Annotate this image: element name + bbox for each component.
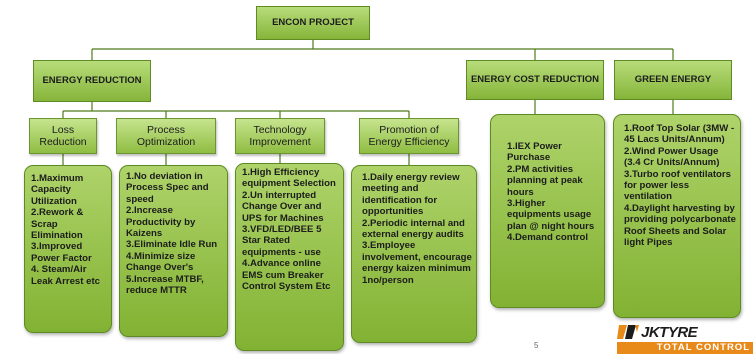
node-technology-improvement: Technology Improvement	[235, 118, 325, 154]
node-promotion-energy-efficiency: Promotion of Energy Efficiency	[359, 118, 459, 154]
list-item: 2.PM activities planning at peak hours	[507, 163, 583, 198]
list-item: 2.Periodic internal and external energy …	[362, 217, 465, 241]
page-number: 5	[534, 341, 539, 350]
node-technology-improvement-label: Technology Improvement	[249, 124, 311, 148]
node-green-energy-label: GREEN ENERGY	[634, 74, 712, 85]
list-process-optimization: 1.No deviation in Process Spec and speed…	[119, 165, 228, 337]
list-item: 3.VFD/LED/BEE 5 Star Rated equipments - …	[242, 224, 322, 258]
list-item: 4.Demand control	[507, 232, 589, 244]
jk-tyre-emblem-icon	[617, 325, 639, 339]
node-energy-reduction-label: ENERGY REDUCTION	[42, 75, 142, 86]
list-item: 1.IEX Power Purchase	[507, 141, 562, 164]
list-item: 4. Steam/Air Leak Arrest etc	[31, 264, 100, 287]
node-promotion-energy-efficiency-label: Promotion of Energy Efficiency	[368, 124, 450, 148]
list-item: 2.Rework & Scrap Elimination	[31, 207, 84, 242]
node-loss-reduction: Loss Reduction	[29, 118, 97, 154]
list-item: 1.Daily energy review meeting and identi…	[362, 172, 460, 218]
list-item: 3.Improved Power Factor	[31, 241, 92, 264]
list-promotion-energy-efficiency: 1.Daily energy review meeting and identi…	[351, 165, 477, 343]
list-technology-improvement: 1.High Efficiency equipment Selection 2.…	[235, 163, 344, 351]
list-item: 2.Un interrupted Change Over and UPS for…	[242, 189, 324, 224]
list-item: 2.Increase Productivity by Kaizens	[126, 205, 196, 240]
node-green-energy: GREEN ENERGY	[614, 60, 732, 100]
node-process-optimization: Process Optimization	[116, 118, 216, 154]
node-process-optimization-label: Process Optimization	[136, 124, 196, 148]
logo-brand-text: JKTYRE	[641, 323, 698, 341]
list-energy-cost-reduction: 1.IEX Power Purchase 2.PM activities pla…	[490, 114, 605, 308]
node-energy-cost-reduction-label: ENERGY COST REDUCTION	[470, 74, 600, 85]
root-node-label: ENCON PROJECT	[272, 17, 354, 28]
list-item: 4.Advance online EMS cum Breaker Control…	[242, 258, 331, 293]
list-item: 5.Increase MTBF, reduce MTTR	[126, 273, 204, 297]
list-item: 1.Maximum Capacity Utilization	[31, 173, 84, 207]
list-item: 1.Roof Top Solar (3MW - 45 Lacs Units/An…	[624, 123, 735, 146]
node-energy-reduction: ENERGY REDUCTION	[33, 60, 151, 102]
list-item: 1.No deviation in Process Spec and speed	[126, 171, 209, 205]
node-energy-cost-reduction: ENERGY COST REDUCTION	[466, 60, 604, 100]
node-loss-reduction-label: Loss Reduction	[39, 124, 87, 148]
list-green-energy: 1.Roof Top Solar (3MW - 45 Lacs Units/An…	[613, 114, 741, 318]
list-item: 3.Turbo roof ventilators for power less …	[624, 168, 731, 203]
list-item: 3.Eliminate Idle Run	[126, 239, 218, 251]
root-node-encon-project: ENCON PROJECT	[256, 6, 370, 40]
logo-tagline: TOTAL CONTROL	[617, 342, 753, 354]
list-item: 1.High Efficiency equipment Selection	[242, 167, 336, 190]
list-item: 4.Daylight harvesting by providing polyc…	[624, 202, 736, 249]
list-item: 4.Minimize size Change Over's	[126, 250, 196, 274]
list-loss-reduction: 1.Maximum Capacity Utilization 2.Rework …	[24, 165, 112, 333]
jk-tyre-logo: JKTYRE TOTAL CONTROL	[617, 322, 753, 354]
list-item: 3.Employee involvement, encourage energy…	[362, 240, 472, 286]
list-item: 2.Wind Power Usage (3.4 Cr Units/Annum)	[624, 145, 720, 169]
list-item: 3.Higher equipments usage plan @ night h…	[507, 198, 595, 232]
